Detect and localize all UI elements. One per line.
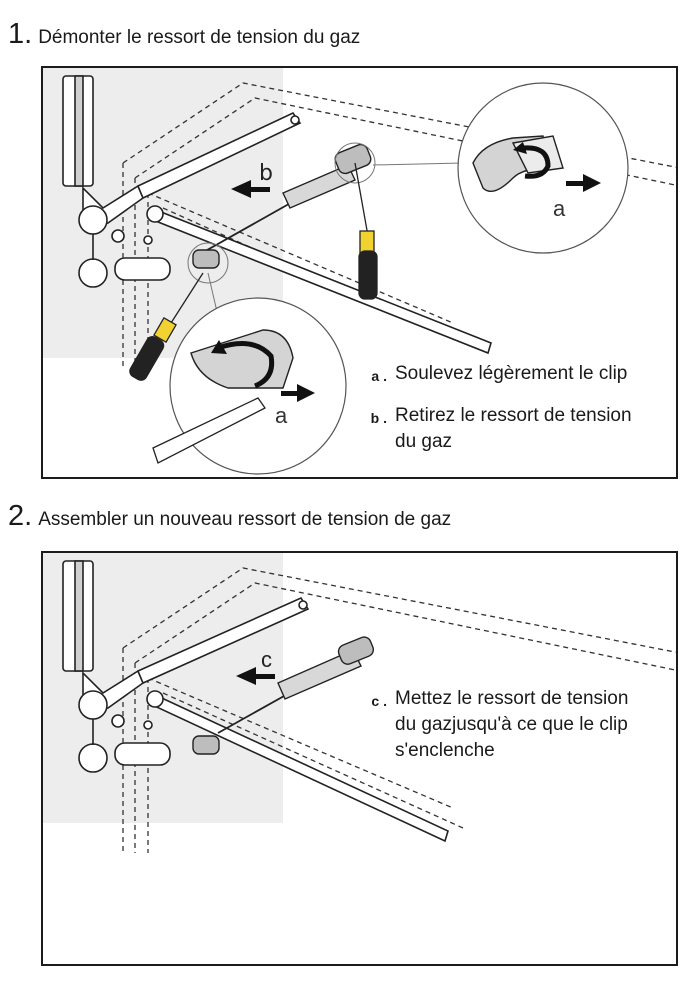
gas-spring (192, 143, 372, 269)
new-gas-spring (192, 636, 375, 755)
detail-zoom-bottom: a (152, 297, 347, 475)
callout-a-label-top: a (553, 196, 566, 221)
lift-arm (136, 111, 492, 355)
instruction-c-text: Mettez le ressort de tension du gazjusqu… (395, 688, 629, 761)
screwdriver-left (129, 272, 204, 381)
step-1-title: Démonter le ressort de tension du gaz (38, 27, 361, 48)
callout-c-label: c (261, 647, 272, 672)
screwdriver-top (354, 162, 378, 300)
arrow-b-icon (231, 180, 270, 198)
instruction-c-key: c . (371, 693, 387, 709)
hinge-mechanism-2 (62, 560, 171, 773)
step-2-heading: 2. Assembler un nouveau ressort de tensi… (8, 502, 451, 531)
step-1-panel: b a a a . Soulevez légèrement le clip (41, 66, 678, 479)
callout-b-label: b (259, 161, 273, 186)
callout-a-label-bottom: a (275, 403, 288, 428)
arrow-c-icon (236, 667, 275, 685)
step-2-title: Assembler un nouveau ressort de tension … (38, 509, 452, 530)
instruction-a-text: Soulevez légèrement le clip (395, 363, 628, 384)
instruction-a-key: a . (371, 368, 387, 384)
instruction-b: b . Retirez le ressort de tension du gaz (365, 403, 632, 455)
step-2-panel: c c . Mettez le ressort de tension du ga… (41, 551, 678, 966)
instruction-b-key: b . (370, 410, 387, 426)
hinge-mechanism (62, 75, 171, 288)
instruction-b-text: Retirez le ressort de tension du gaz (395, 405, 632, 452)
instruction-a: a . Soulevez légèrement le clip (365, 361, 627, 389)
step-1-illustration: b a a (43, 68, 676, 475)
step-1-number: 1. (8, 18, 33, 50)
step-2-number: 2. (8, 500, 33, 532)
detail-zoom-top: a (457, 82, 629, 254)
step-2-illustration: c (43, 553, 676, 853)
instruction-c: c . Mettez le ressort de tension du gazj… (365, 686, 628, 764)
step-1-heading: 1. Démonter le ressort de tension du gaz (8, 20, 360, 49)
